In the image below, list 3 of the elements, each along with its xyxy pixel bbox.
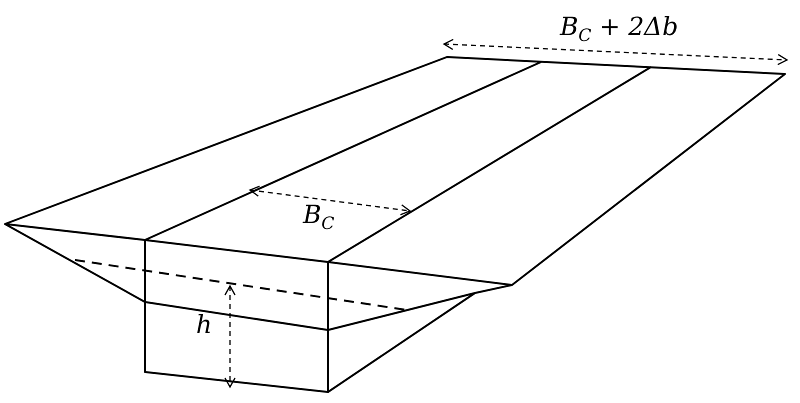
dimension-label: B$_{C}$ <box>303 202 334 233</box>
dimension-label: B$_{C}$ + 2Δb <box>560 14 678 45</box>
dimension-label: h <box>196 312 212 337</box>
